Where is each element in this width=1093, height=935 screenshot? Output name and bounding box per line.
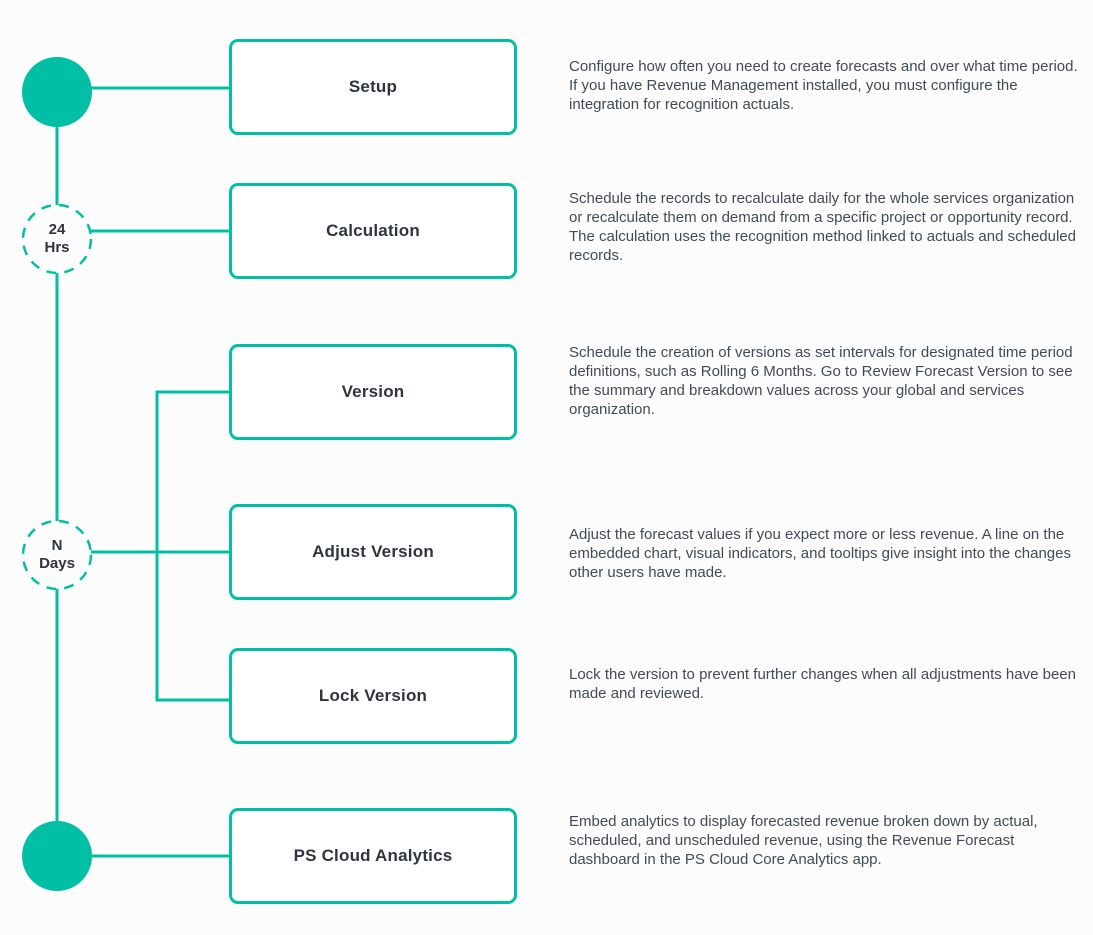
milestone-start-circle [22, 57, 92, 127]
step-label-setup: Setup [348, 77, 398, 96]
step-box-calculation: Calculation [229, 183, 517, 279]
step-label-version: Version [341, 382, 405, 401]
step-box-version: Version [229, 344, 517, 440]
step-description-calculation: Schedule the records to recalculate dail… [569, 190, 1076, 264]
step-description-version: Schedule the creation of versions as set… [569, 344, 1073, 418]
step-box-ps-cloud-analytics: PS Cloud Analytics [229, 808, 517, 904]
step-description-lock-version: Lock the version to prevent further chan… [569, 666, 1076, 702]
step-description-setup: Configure how often you need to create f… [569, 58, 1078, 113]
milestone-ndays-circle [21, 519, 93, 591]
step-description-adjust-version: Adjust the forecast values if you expect… [569, 526, 1071, 581]
step-label-adjust-version: Adjust Version [312, 542, 434, 561]
connector-version-branch [155, 390, 229, 702]
step-box-adjust-version: Adjust Version [229, 504, 517, 600]
step-box-lock-version: Lock Version [229, 648, 517, 744]
step-box-setup: Setup [229, 39, 517, 135]
milestone-end-circle [22, 821, 92, 891]
step-label-calculation: Calculation [326, 221, 420, 240]
milestone-ndays-label: N Days [39, 537, 75, 572]
step-label-ps-cloud-analytics: PS Cloud Analytics [293, 846, 453, 865]
step-description-ps-cloud-analytics: Embed analytics to display forecasted re… [569, 813, 1038, 868]
milestone-24hrs-circle [21, 203, 93, 275]
step-label-lock-version: Lock Version [318, 686, 428, 705]
milestone-24hrs-label: 24 Hrs [44, 221, 70, 256]
